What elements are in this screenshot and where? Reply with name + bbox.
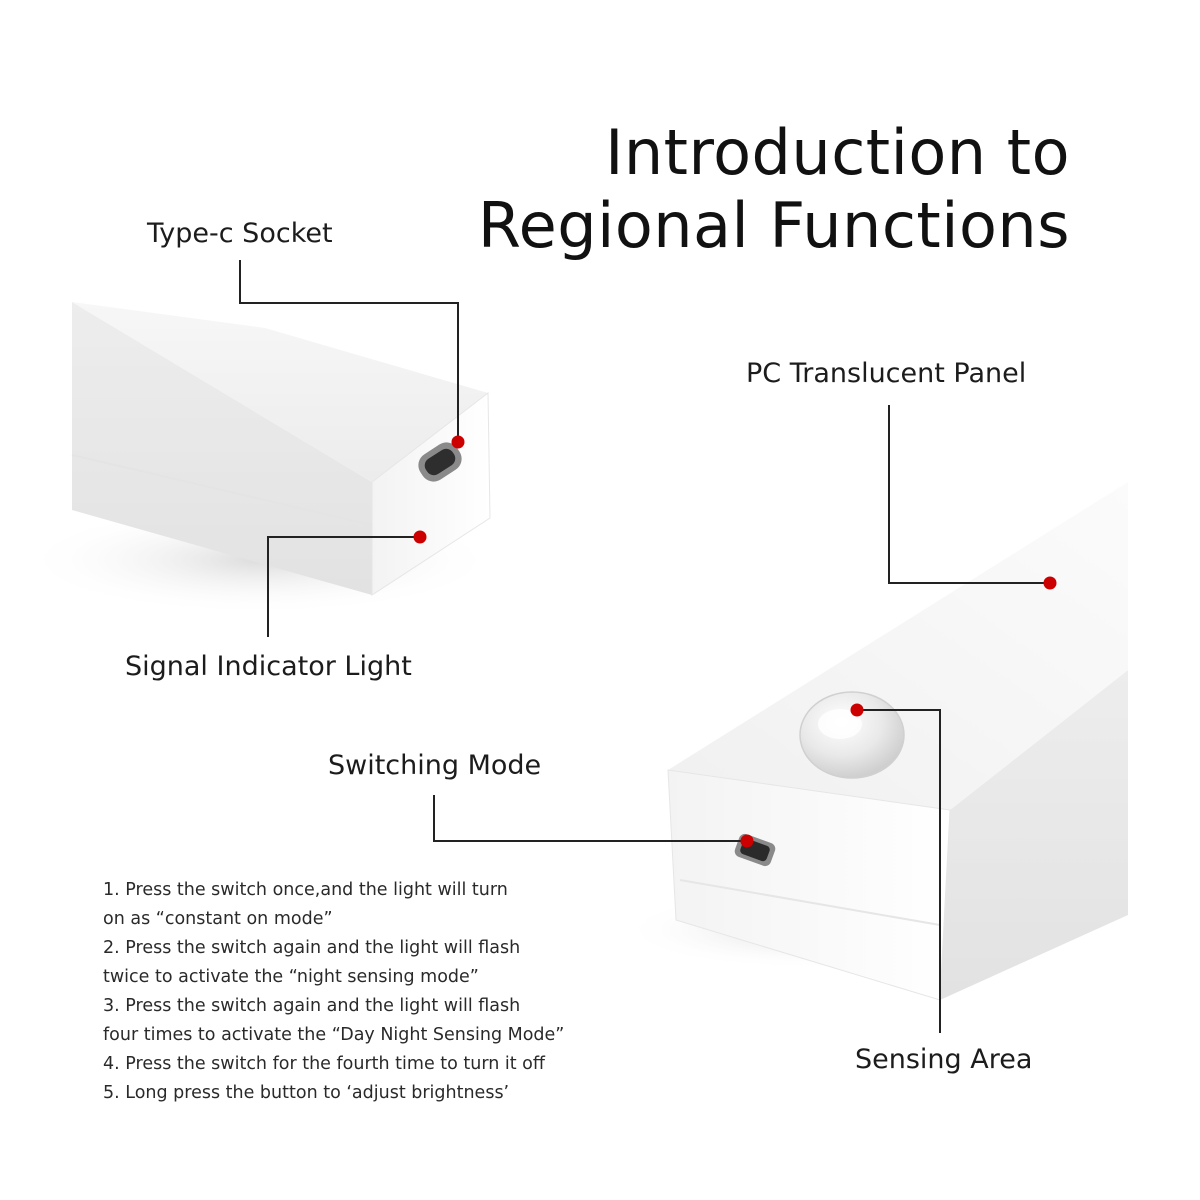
instruction-line: on as “constant on mode” [103,909,333,929]
instruction-line: 3. Press the switch again and the light … [103,996,521,1016]
upper-bar-seam [71,454,373,526]
marker-switch-dot [740,834,754,848]
marker-pc-panel-dot [1043,576,1057,590]
callout-typec-socket: Type-c Socket [147,218,333,249]
lower-light-bar [620,482,1128,1001]
leader-line-typec [239,260,459,442]
leader-lines [239,260,1050,1033]
title-line-1: Introduction to [605,116,1070,189]
instruction-line: 2. Press the switch again and the light … [103,938,521,958]
leader-line-sensing [857,709,941,1033]
translucent-panel-face [668,482,1128,810]
lower-bar-side-face [940,670,1128,1000]
instruction-line: 4. Press the switch for the fourth time … [103,1054,545,1074]
motion-sensor-lens-icon [799,691,905,779]
upper-bar-side-face [72,302,372,595]
leader-line-switch [433,795,747,842]
callout-markers [413,435,1057,848]
instruction-line: 5. Long press the button to ‘adjust brig… [103,1083,510,1103]
leader-line-pc-panel [888,405,1050,584]
lower-bar-seam [679,879,941,926]
instructions-list: 1. Press the switch once,and the light w… [103,876,564,1108]
marker-signal-dot [413,530,427,544]
instruction-line: 1. Press the switch once,and the light w… [103,880,508,900]
instruction-line: four times to activate the “Day Night Se… [103,1025,565,1045]
callout-switching-mode: Switching Mode [328,750,542,781]
callout-sensing-area: Sensing Area [855,1044,1033,1075]
leader-line-signal [267,536,420,637]
title-line-2: Regional Functions [477,189,1070,262]
marker-typec-dot [451,435,465,449]
upper-bar-top-face [72,302,488,482]
callout-pc-translucent-panel: PC Translucent Panel [746,358,1027,389]
instruction-line: twice to activate the “night sensing mod… [103,967,479,987]
marker-sensing-dot [850,703,864,717]
upper-light-bar [20,302,500,615]
callout-signal-indicator-light: Signal Indicator Light [125,651,412,682]
type-c-port-icon [418,442,462,482]
